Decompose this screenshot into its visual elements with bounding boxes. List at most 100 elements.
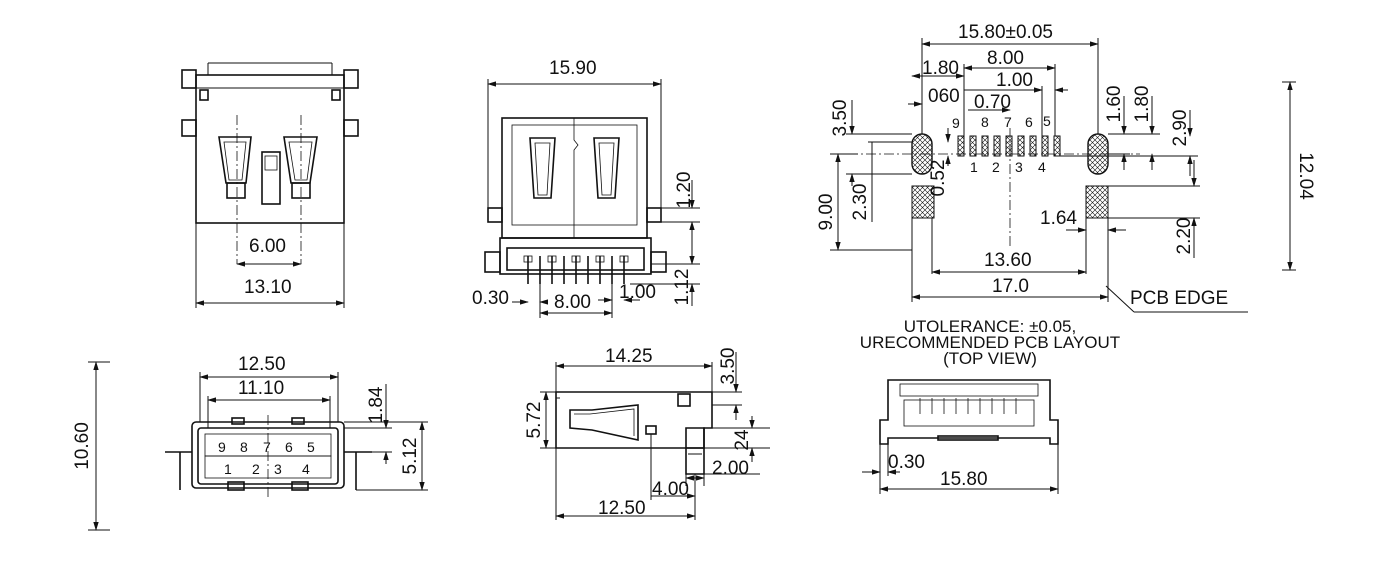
tolerance-note: UTOLERANCE: ±0.05, xyxy=(904,317,1076,336)
view-note: (TOP VIEW) xyxy=(943,349,1037,368)
dimension-13-10: 13.10 xyxy=(195,223,345,308)
dim-label-8-00-pcb: 8.00 xyxy=(987,48,1024,69)
pcb-pin-labels: 9 8 7 6 5 1 2 3 4 xyxy=(952,113,1051,175)
end-view-pin-5: 5 xyxy=(307,439,315,455)
dim-label-10-60: 10.60 xyxy=(72,422,93,470)
dimension-12-50-side: 12.50 xyxy=(555,448,696,520)
end-view-pin-9: 9 xyxy=(218,439,226,455)
dim-label-8-00-top: 8.00 xyxy=(554,292,591,313)
end-view-pin-1: 1 xyxy=(224,461,232,477)
top-view-outline xyxy=(484,117,667,284)
dim-label-15-80-tol: 15.80±0.05 xyxy=(958,22,1053,43)
dimension-2-30: 2.30 xyxy=(850,141,912,222)
dimension-15-80-bottom: 15.80 xyxy=(879,444,1059,494)
dim-label-14-25: 14.25 xyxy=(605,346,653,367)
dimension-0-52: 0.52 xyxy=(928,128,951,197)
dim-label-17-0: 17.0 xyxy=(992,276,1029,297)
dim-label-1-20: 1.20 xyxy=(674,172,695,209)
dim-label-15-80-bottom: 15.80 xyxy=(940,469,988,490)
dim-label-12-50: 12.50 xyxy=(238,354,286,375)
dim-label-0-30: 0.30 xyxy=(472,288,509,309)
front-view-outline xyxy=(181,62,359,264)
dimension-6-00: 6.00 xyxy=(236,236,302,267)
dimension-17-0: 17.0 xyxy=(911,218,1109,302)
pcb-edge-label: PCB EDGE xyxy=(1130,288,1228,309)
pcb-pin-9: 9 xyxy=(952,115,960,131)
dim-label-5-12: 5.12 xyxy=(400,438,421,475)
dimension-24: 24 xyxy=(704,416,770,462)
dim-label-6-00: 6.00 xyxy=(249,236,286,257)
dim-label-2-90: 2.90 xyxy=(1170,110,1191,147)
dim-label-1-80-right: 1.80 xyxy=(1132,86,1153,123)
dimension-0-30-bottom: 0.30 xyxy=(862,444,925,494)
pcb-pin-7: 7 xyxy=(1004,114,1012,130)
dim-label-2-20: 2.20 xyxy=(1174,218,1195,255)
dimension-2-90: 2.90 xyxy=(1060,110,1198,176)
dim-label-12-04: 12.04 xyxy=(1295,152,1316,200)
dim-label-13-60: 13.60 xyxy=(984,250,1032,271)
dimension-060: 060 xyxy=(908,86,960,107)
dim-label-11-10: 11.10 xyxy=(238,378,284,399)
dim-label-5-72: 5.72 xyxy=(524,402,545,439)
pcb-layout: 9 8 7 6 5 1 2 3 4 15.80±0.05 8.00 1.80 xyxy=(816,22,1316,313)
dim-label-060: 060 xyxy=(928,86,960,107)
dimension-1-84: 1.84 xyxy=(344,384,392,464)
pcb-pin-2: 2 xyxy=(992,159,1000,175)
dim-label-1-80-top: 1.80 xyxy=(922,58,959,79)
dim-label-15-90: 15.90 xyxy=(549,58,597,79)
side-view: 14.25 3.50 5.72 24 2.00 xyxy=(524,346,770,520)
end-view-outline xyxy=(165,415,372,500)
dimension-5-72: 5.72 xyxy=(524,391,556,449)
dimension-5-12: 5.12 xyxy=(344,421,428,491)
dimension-1-00-top: 1.00 xyxy=(598,282,656,303)
dimension-1-64: 1.64 xyxy=(1040,208,1126,233)
dim-label-0-52: 0.52 xyxy=(928,160,949,197)
right-tab-pad xyxy=(1085,185,1109,219)
dim-label-0-30-bottom: 0.30 xyxy=(888,452,925,473)
dimension-8-00-top: 8.00 xyxy=(539,284,613,318)
dimension-0-70: 0.70 xyxy=(968,92,1011,113)
bottom-view: 0.30 15.80 xyxy=(862,379,1059,494)
end-view-pin-labels: 9 8 7 6 5 1 2 3 4 xyxy=(218,439,315,477)
dim-label-1-00-top: 1.00 xyxy=(619,282,656,303)
dim-label-1-84: 1.84 xyxy=(366,386,387,423)
pcb-layout-features xyxy=(830,128,1140,274)
dimension-10-60: 10.60 xyxy=(72,361,110,531)
dimension-1-60: 1.60 xyxy=(1104,86,1130,170)
dim-label-1-64: 1.64 xyxy=(1040,208,1077,229)
dimension-14-25: 14.25 xyxy=(555,346,713,392)
end-view-pin-3: 3 xyxy=(274,461,282,477)
dim-label-3-50-side: 3.50 xyxy=(718,348,739,385)
dim-label-1-60: 1.60 xyxy=(1104,86,1125,123)
pcb-pin-3: 3 xyxy=(1015,159,1023,175)
dimension-1-20: 1.20 xyxy=(661,172,700,250)
dimension-3-50-pcb: 3.50 xyxy=(830,100,912,186)
dimension-11-10: 11.10 xyxy=(207,378,331,428)
pcb-pin-6: 6 xyxy=(1025,114,1033,130)
end-view-pin-2: 2 xyxy=(252,461,260,477)
pcb-pin-5: 5 xyxy=(1043,113,1051,129)
dimension-1-12: 1.12 xyxy=(630,244,700,306)
dim-label-24: 24 xyxy=(732,429,753,451)
notes: UTOLERANCE: ±0.05, URECOMMENDED PCB LAYO… xyxy=(860,317,1120,368)
top-view: 15.90 1.20 1.12 0.30 8.00 xyxy=(472,58,700,318)
signal-pads xyxy=(957,135,1061,157)
dimension-3-50-side: 3.50 xyxy=(712,348,742,420)
dim-label-2-30: 2.30 xyxy=(850,184,871,221)
dimension-8-00-pcb: 8.00 xyxy=(963,48,1056,136)
dim-label-1-12: 1.12 xyxy=(672,269,693,306)
dim-label-4-00-side: 4.00 xyxy=(652,479,689,500)
dim-label-1-00-pcb: 1.00 xyxy=(996,70,1033,91)
dimension-13-60: 13.60 xyxy=(931,250,1087,275)
dim-label-13-10: 13.10 xyxy=(244,277,292,298)
bottom-view-outline xyxy=(879,379,1059,445)
pcb-pin-8: 8 xyxy=(981,114,989,130)
dimension-1-00-pcb: 1.00 xyxy=(964,70,1068,136)
dim-label-2-00-side: 2.00 xyxy=(712,458,749,479)
end-view: 9 8 7 6 5 1 2 3 4 12.50 11.10 1.84 xyxy=(72,354,428,531)
front-view: 6.00 13.10 xyxy=(181,62,359,308)
dimension-1-80-top: 1.80 xyxy=(911,58,965,79)
dimension-4-00-side: 4.00 xyxy=(650,434,696,500)
dimension-15-90: 15.90 xyxy=(487,58,662,208)
dim-label-0-70: 0.70 xyxy=(974,92,1011,113)
